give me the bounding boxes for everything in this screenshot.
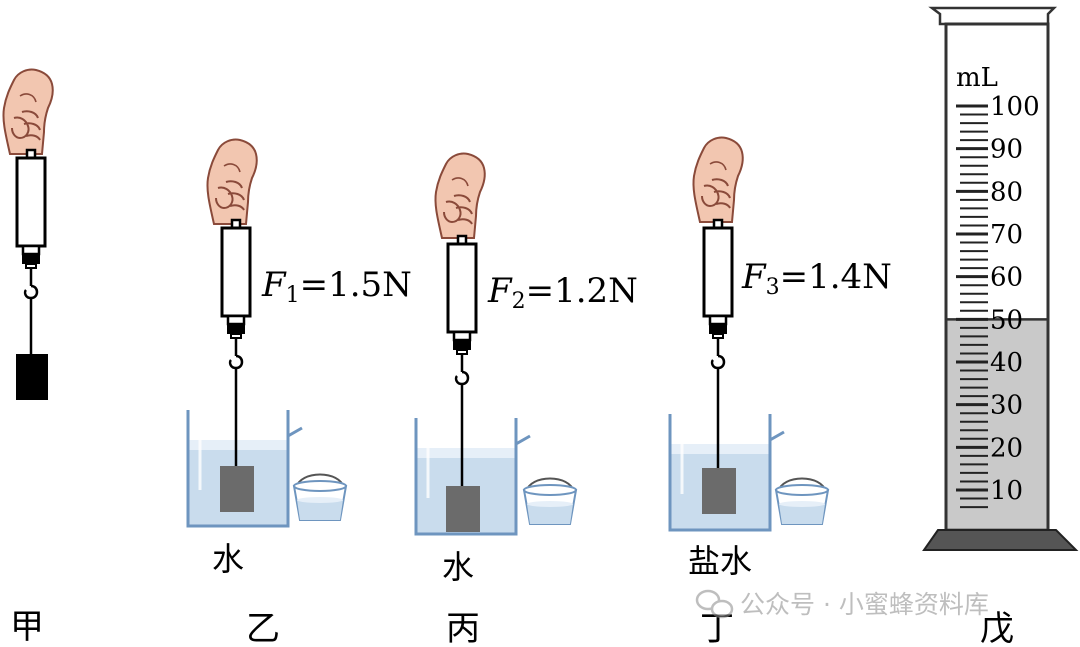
scale-label-50: 50: [990, 305, 1023, 335]
setup-bing: [414, 152, 577, 536]
setup-jia: [2, 68, 54, 400]
overflow-bucket: [293, 473, 347, 521]
cylinder-scale: [956, 104, 988, 509]
scale-label-90: 90: [990, 135, 1023, 165]
metal-block: [446, 486, 480, 532]
scale-label-60: 60: [990, 263, 1023, 293]
watermark-text: 公众号 · 小蜜蜂资料库: [740, 590, 989, 619]
setup-ding: [668, 136, 829, 532]
liquid-label-bing: 水: [442, 548, 474, 586]
caption-yi: 乙: [246, 609, 280, 647]
metal-block: [16, 354, 48, 400]
overflow-bucket: [775, 477, 829, 525]
force-label-f1: F1=1.5N: [261, 265, 412, 308]
watermark: 公众号 · 小蜜蜂资料库: [695, 589, 989, 619]
cylinder-scale-labels: 100 90 80 70 60 50 40 30 20 10: [990, 92, 1040, 506]
cylinder-unit-label: mL: [956, 63, 998, 93]
spring-scale: [220, 218, 252, 370]
scale-label-100: 100: [990, 92, 1040, 122]
hand-icon: [434, 152, 486, 239]
metal-block: [702, 468, 736, 514]
liquid-label-yi: 水: [212, 540, 244, 578]
scale-label-80: 80: [990, 177, 1023, 207]
hand-icon: [206, 138, 258, 225]
scale-label-20: 20: [990, 433, 1023, 463]
scale-label-30: 30: [990, 391, 1023, 421]
spring-scale: [446, 234, 478, 386]
spring-scale: [702, 218, 734, 370]
spring-scale: [15, 148, 47, 300]
hand-icon: [2, 68, 54, 155]
scale-label-40: 40: [990, 348, 1023, 378]
graduated-cylinder: mL 100 90 80 70 60 50 40 30 20 10: [922, 6, 1079, 551]
scale-label-70: 70: [990, 220, 1023, 250]
setup-yi: [186, 138, 347, 528]
caption-bing: 丙: [446, 609, 480, 647]
force-label-f2: F2=1.2N: [487, 271, 638, 314]
hand-icon: [692, 136, 744, 223]
overflow-bucket: [523, 477, 577, 525]
scale-label-10: 10: [990, 476, 1023, 506]
caption-jia: 甲: [10, 607, 44, 647]
wechat-icon: [695, 589, 734, 619]
metal-block: [220, 466, 254, 512]
caption-wu: 戊: [980, 609, 1014, 647]
force-label-f3: F3=1.4N: [741, 257, 892, 300]
liquid-label-ding: 盐水: [688, 542, 752, 580]
